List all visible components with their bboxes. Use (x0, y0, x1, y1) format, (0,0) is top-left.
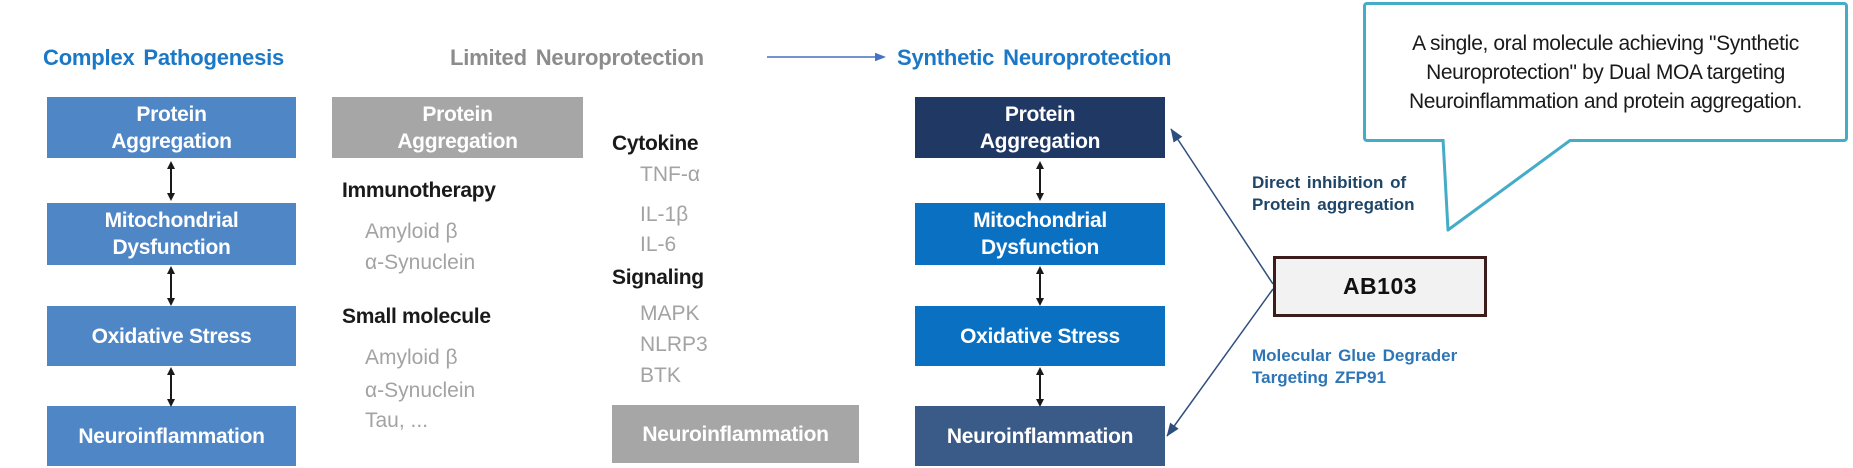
synthetic-box-neuroinflammation: Neuroinflammation (915, 406, 1165, 466)
double-arrow-icon (167, 161, 175, 201)
double-arrow-icon (1036, 266, 1044, 306)
heading-immunotherapy: Immunotherapy (342, 179, 496, 202)
arrow-to-protein-aggregation (1170, 128, 1274, 285)
item-alpha-synuclein: α-Synuclein (365, 251, 476, 274)
item-mapk: MAPK (640, 302, 700, 325)
item-il-1-beta: IL-1β (640, 203, 689, 226)
connector-arrows-icon (1166, 128, 1274, 437)
item-tnf-alpha: TNF-α (640, 163, 700, 186)
pathogenesis-box-oxidative-stress: Oxidative Stress (47, 306, 296, 366)
item-btk: BTK (640, 364, 681, 387)
double-arrow-icon (167, 367, 175, 407)
item-il-6: IL-6 (640, 233, 677, 256)
ab103-label: AB103 (1342, 273, 1418, 299)
molecular-glue-label: Molecular Glue Degrader Targeting ZFP91 (1252, 346, 1458, 387)
item-tau: Tau, ... (365, 409, 429, 432)
synthetic-box-protein-aggregation: Protein Aggregation (915, 97, 1165, 158)
synthetic-box-mitochondrial-dysfunction: Mitochondrial Dysfunction (915, 203, 1165, 265)
item-nlrp3: NLRP3 (640, 333, 708, 356)
pathogenesis-box-mitochondrial-dysfunction: Mitochondrial Dysfunction (47, 203, 296, 265)
limited-title: Limited Neuroprotection (450, 45, 704, 70)
item-amyloid-beta: Amyloid β (365, 220, 458, 243)
pathogenesis-title: Complex Pathogenesis (43, 45, 285, 70)
double-arrow-icon (1036, 367, 1044, 407)
heading-signaling: Signaling (612, 266, 704, 289)
item-alpha-synuclein: α-Synuclein (365, 379, 476, 402)
heading-cytokine: Cytokine (612, 132, 699, 155)
direct-inhibition-label: Direct inhibition of Protein aggregation (1252, 173, 1415, 214)
callout-text: A single, oral molecule achieving "Synth… (1409, 31, 1802, 113)
limited-box-protein-aggregation: Protein Aggregation (332, 97, 583, 158)
synthetic-title: Synthetic Neuroprotection (897, 45, 1172, 70)
limited-box-neuroinflammation: Neuroinflammation (612, 405, 859, 463)
item-amyloid-beta: Amyloid β (365, 346, 458, 369)
callout-tail (1441, 139, 1573, 232)
synthetic-box-oxidative-stress: Oxidative Stress (915, 306, 1165, 366)
double-arrow-icon (167, 266, 175, 306)
callout-bubble: A single, oral molecule achieving "Synth… (1363, 2, 1848, 142)
ab103-box: AB103 (1273, 256, 1487, 317)
arrow-to-neuroinflammation (1166, 288, 1274, 437)
pathogenesis-box-protein-aggregation: Protein Aggregation (47, 97, 296, 158)
pathogenesis-box-neuroinflammation: Neuroinflammation (47, 406, 296, 466)
arrow-right-icon (767, 52, 886, 62)
heading-small-molecule: Small molecule (342, 305, 491, 328)
double-arrow-icon (1036, 161, 1044, 201)
